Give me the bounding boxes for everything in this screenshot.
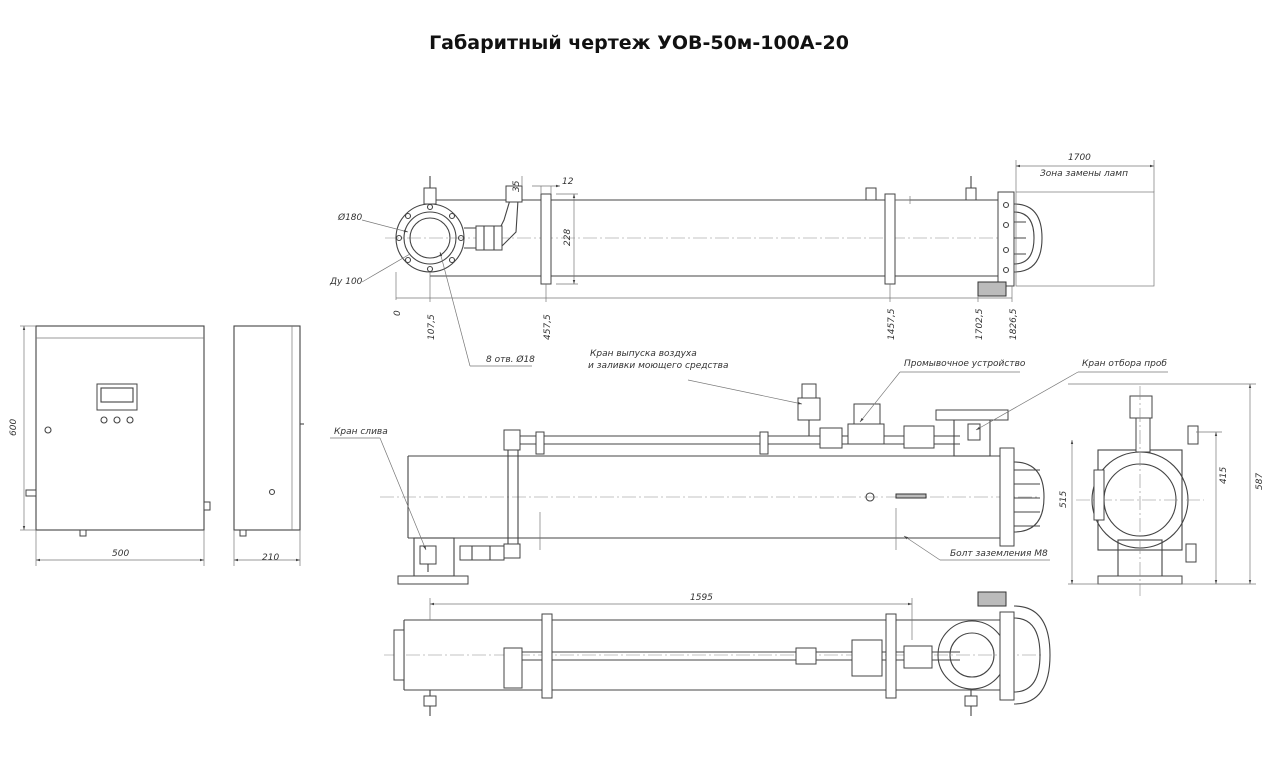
label-flush: Промывочное устройство [904,359,1026,369]
label-air-valve-2: и заливки моющего средства [588,361,728,371]
dim-cabinet-depth: 210 [262,553,279,563]
label-air-valve-1: Кран выпуска воздуха [590,349,697,359]
label-ground: Болт заземления М8 [950,549,1048,559]
dim-du100: Ду 100 [329,277,363,287]
label-lamp-zone: Зона замены ламп [1040,169,1128,179]
dim-x1457: 1457,5 [887,308,897,340]
side-view [1068,383,1256,596]
dim-cabinet-width: 500 [112,549,129,559]
dim-x0: 0 [393,310,403,316]
dim-side-515: 515 [1059,491,1069,508]
front-view [330,371,1168,585]
dim-lamp-zone: 1700 [1068,153,1091,163]
dim-cabinet-height: 600 [9,419,19,436]
dim-side-587: 587 [1255,473,1265,490]
drawing-title: Габаритный чертеж УОВ-50м-100А-20 [429,32,849,54]
label-holes: 8 отв. Ø18 [486,354,535,365]
top-view [361,160,1155,367]
dim-228: 228 [563,229,573,246]
bottom-view [384,591,1051,716]
dim-x1826: 1826,5 [1009,308,1019,340]
dim-d180: Ø180 [337,212,363,223]
dim-x1702: 1702,5 [975,308,985,340]
dim-x107: 107,5 [427,314,437,340]
label-sample: Кран отбора проб [1082,359,1167,369]
dim-side-415: 415 [1219,467,1229,484]
dim-length-1595: 1595 [690,593,713,603]
dim-35: 35 [512,180,522,192]
control-cabinet [20,325,304,566]
label-drain: Кран слива [334,427,388,437]
dim-x457: 457,5 [543,314,553,340]
dim-flange-12: 12 [562,177,574,187]
